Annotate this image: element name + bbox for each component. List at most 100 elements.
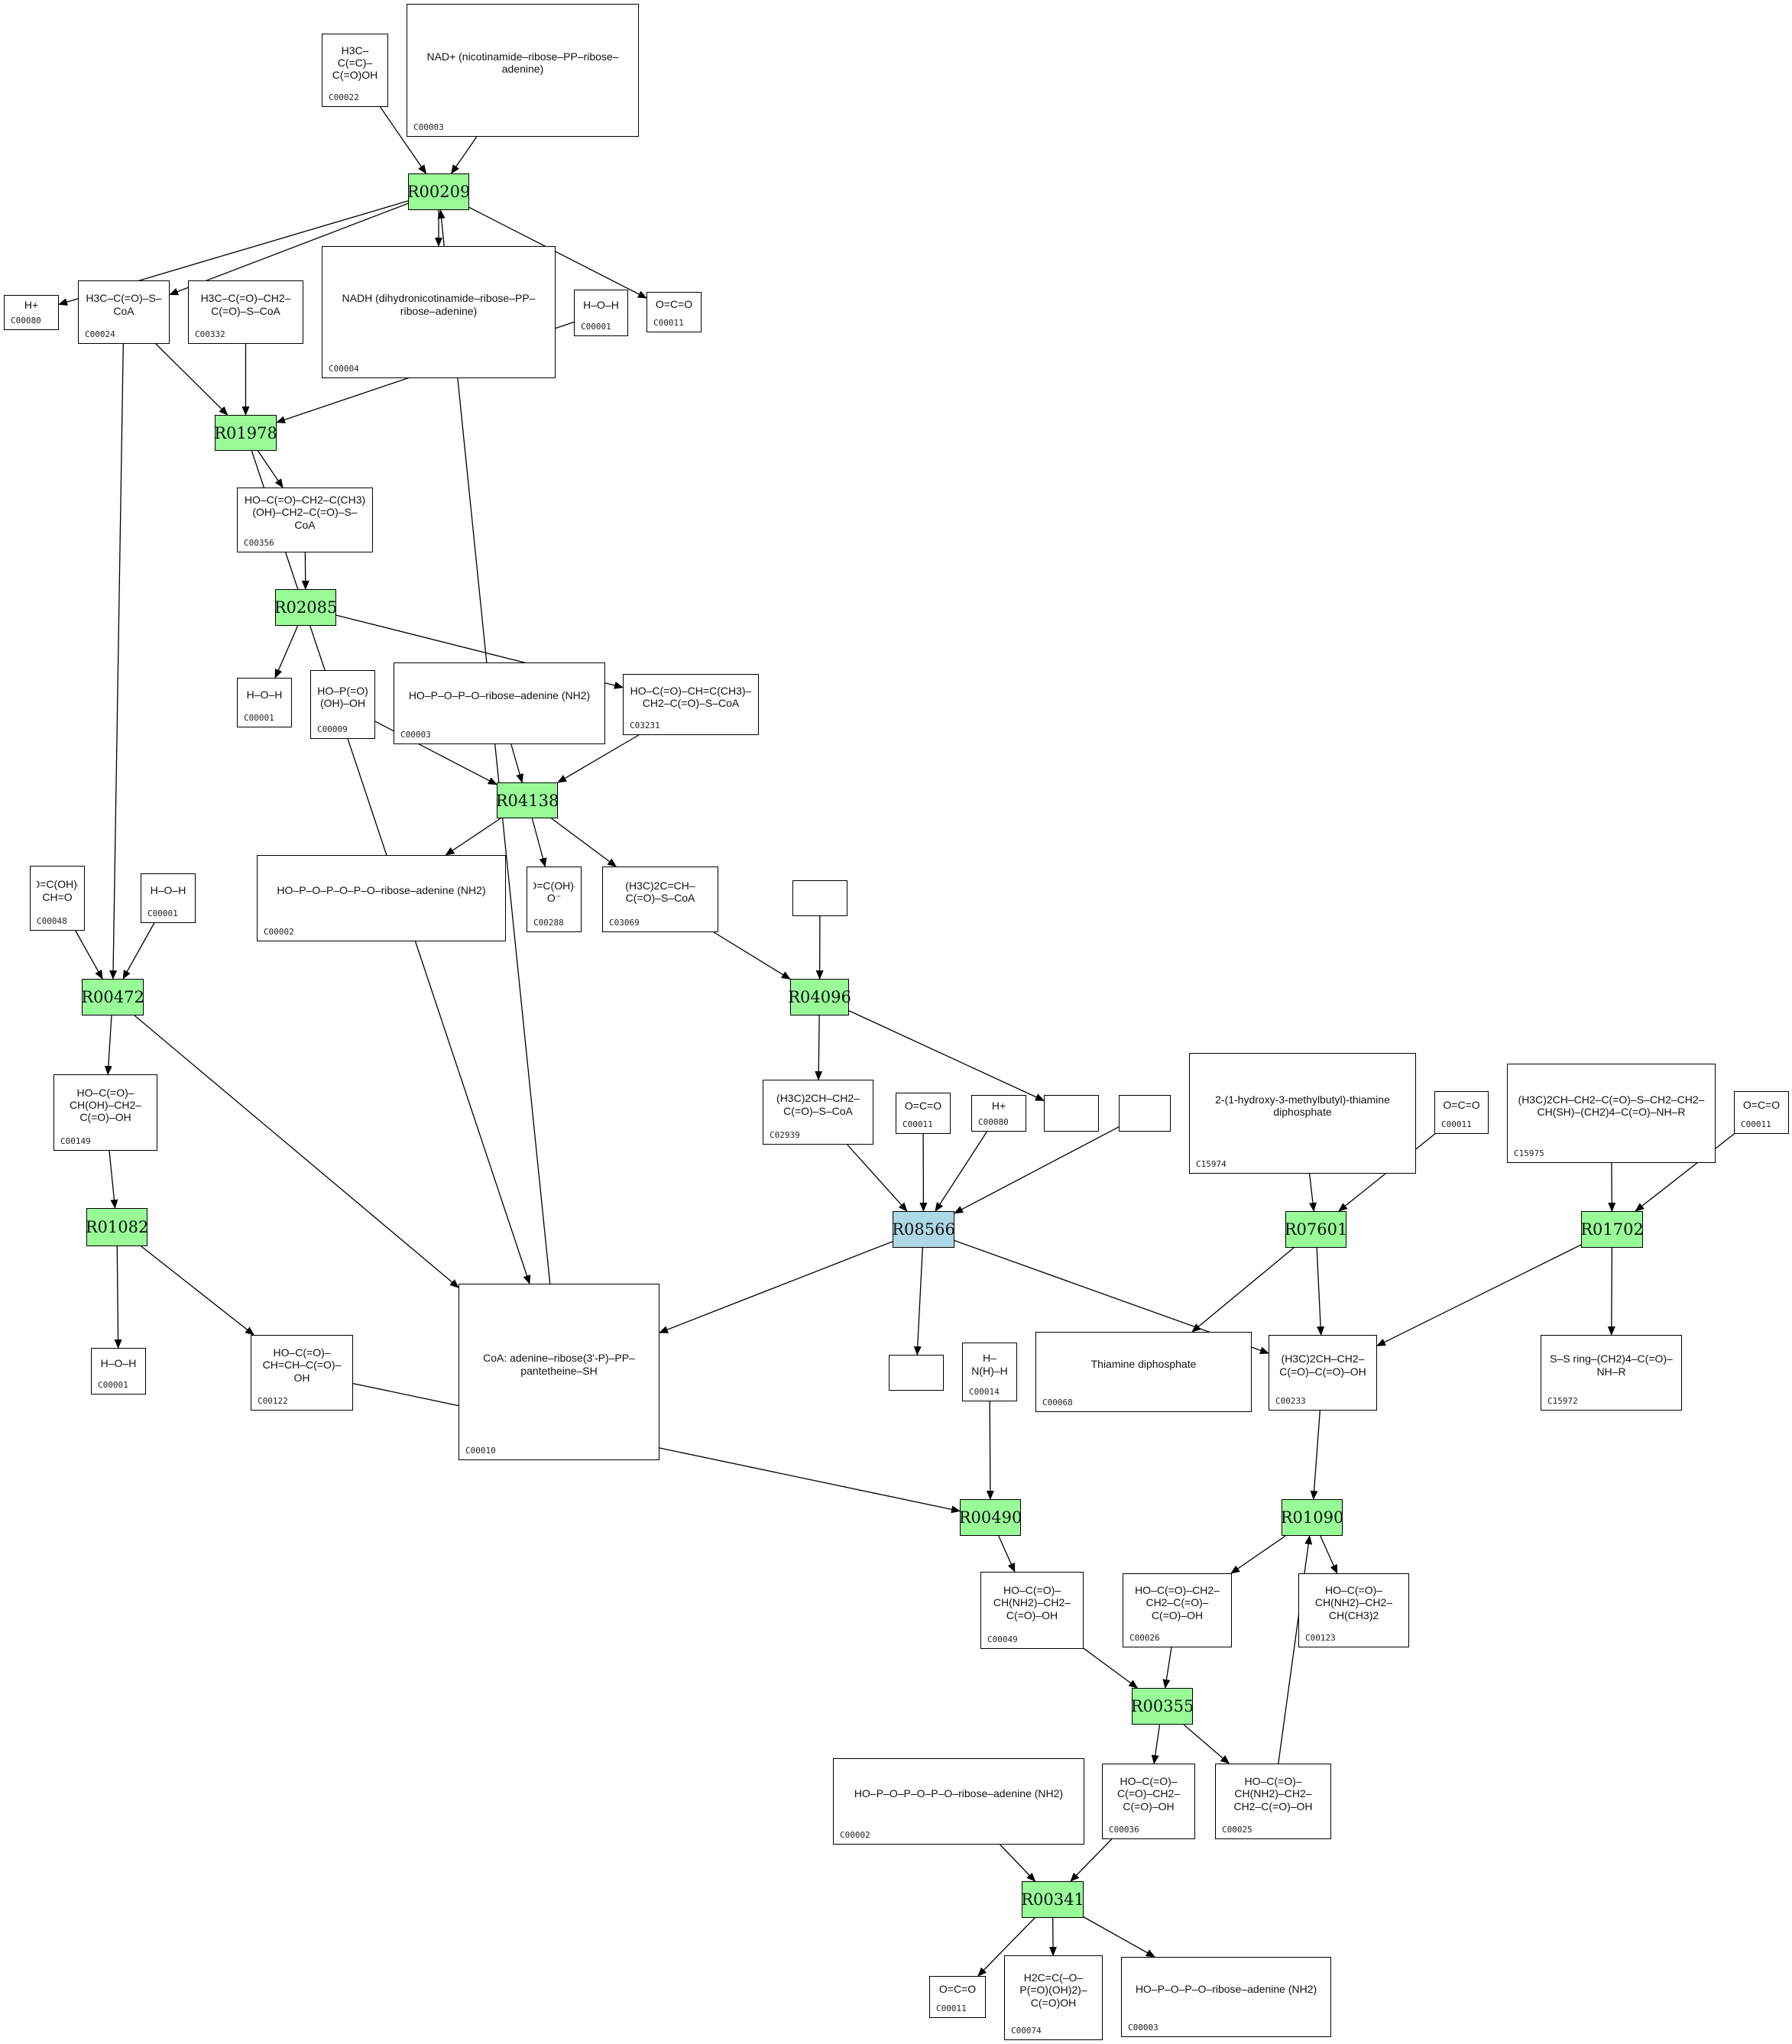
compound-node[interactable]: O=C(OH)–CH=O C00048 (30, 866, 85, 931)
reaction-node[interactable]: R01082 (86, 1208, 148, 1246)
compound-node-empty[interactable] (792, 880, 847, 916)
reaction-label: R01702 (1580, 1220, 1644, 1239)
reaction-node[interactable]: R04138 (496, 782, 559, 818)
compound-id: C00233 (1275, 1396, 1306, 1406)
compound-node[interactable]: NAD+ (nicotinamide–ribose–PP–ribose–aden… (407, 4, 639, 137)
compound-node[interactable]: HO–P–O–P–O–ribose–adenine (NH2)C00003 (1121, 1957, 1331, 2037)
edge-R04138-to-c_c03069 (551, 818, 617, 867)
reaction-node[interactable]: R00490 (959, 1499, 1022, 1536)
compound-id: C00149 (60, 1136, 91, 1146)
reaction-node[interactable]: R08566 (892, 1211, 955, 1248)
edge-R00472-to-c_c00149 (104, 1015, 112, 1075)
compound-node[interactable]: H+C00080 (971, 1095, 1026, 1132)
edge-R04096-to-c_empty2 (848, 1010, 1045, 1101)
compound-node[interactable]: NADH (dihydronicotinamide–ribose–PP–ribo… (322, 246, 556, 378)
structure-image: NADH (dihydronicotinamide–ribose–PP–ribo… (342, 292, 536, 317)
compound-id: C00014 (969, 1387, 1000, 1397)
compound-id: C00048 (37, 916, 67, 926)
reaction-node[interactable]: R00472 (81, 979, 144, 1016)
reaction-node[interactable]: R01702 (1580, 1211, 1644, 1248)
structure-image: 2-(1-hydroxy-3-methylbutyl)-thiamine dip… (1215, 1093, 1390, 1118)
compound-node[interactable]: HO–P–O–P–O–P–O–ribose–adenine (NH2) C0000… (833, 1758, 1084, 1845)
structure-image: H–O–H (100, 1357, 137, 1370)
compound-id: C00002 (264, 927, 294, 937)
compound-node[interactable]: 2-(1-hydroxy-3-methylbutyl)-thiamine dip… (1189, 1053, 1416, 1174)
compound-id: C00123 (1305, 1633, 1336, 1643)
reaction-label: R02085 (274, 598, 338, 617)
compound-node[interactable]: (H3C)2CH–CH2–C(=O)–S–CH2–CH2–CH(SH)–(CH2… (1507, 1064, 1716, 1163)
compound-node[interactable]: O=C(OH)–O⁻C00288 (527, 867, 582, 932)
edge-c_c00048-to-R00472 (75, 930, 103, 980)
reaction-node[interactable]: R01978 (214, 415, 277, 451)
compound-node[interactable]: HO–P–O–P–O–P–O–ribose–adenine (NH2)C0000… (257, 855, 506, 941)
structure-image: H+ (24, 300, 39, 309)
structure-image: HO–P–O–P–O–P–O–ribose–adenine (NH2) (854, 1787, 1064, 1800)
reaction-label: R00472 (81, 988, 144, 1006)
compound-id: C00122 (258, 1396, 288, 1406)
reaction-node[interactable]: R00341 (1021, 1881, 1084, 1918)
reaction-node[interactable]: R00209 (407, 173, 471, 210)
compound-id: C00001 (244, 713, 274, 723)
structure-image: (H3C)2CH–CH2–C(=O)–S–CoA (776, 1092, 860, 1117)
reaction-node[interactable]: R04096 (788, 979, 851, 1016)
edge-c_c00149-to-R01082 (109, 1150, 118, 1209)
structure-image: S–S ring–(CH2)4–C(=O)–NH–R (1550, 1352, 1673, 1378)
compound-id: C00002 (840, 1830, 870, 1840)
reaction-node[interactable]: R01090 (1280, 1499, 1344, 1536)
edge-R00341-to-c_c00003c (1083, 1916, 1155, 1958)
structure-image: CoA: adenine–ribose(3'-P)–PP–pantetheine… (483, 1352, 635, 1377)
structure-image: O=C=O (1742, 1098, 1781, 1111)
structure-image: O=C(OH)–CH=O (37, 878, 78, 903)
compound-node[interactable]: H+C00080 (4, 295, 59, 330)
edge-c_c00036-to-R00341 (1070, 1838, 1113, 1882)
edge-R02085-to-c_c00001b (274, 625, 299, 679)
structure-image: HO–C(=O)–CH2–C(CH3)(OH)–CH2–C(=O)–S–CoA (244, 494, 366, 531)
compound-node-empty[interactable] (889, 1355, 944, 1391)
reaction-label: R01090 (1280, 1508, 1344, 1527)
structure-image: H3C–C(=O)–CH2–C(=O)–S–CoA (200, 292, 291, 317)
compound-node[interactable]: CoA: adenine–ribose(3'-P)–PP–pantetheine… (459, 1284, 659, 1460)
reaction-node[interactable]: R00355 (1131, 1688, 1194, 1725)
edge-R00355-to-c_c00036 (1151, 1724, 1161, 1764)
compound-node-empty[interactable] (1044, 1095, 1099, 1132)
edge-R08566-to-c_empty4 (913, 1247, 923, 1356)
structure-image: O=C=O (1443, 1098, 1480, 1111)
compound-node[interactable]: HO–P–O–P–O–ribose–adenine (NH2)C00003 (394, 662, 605, 744)
reaction-node[interactable]: R07601 (1285, 1211, 1347, 1248)
compound-id: C15975 (1514, 1148, 1544, 1158)
compound-node-empty[interactable] (1119, 1095, 1171, 1132)
compound-id: C00074 (1011, 2026, 1042, 2036)
reaction-node[interactable]: R02085 (274, 589, 338, 626)
structure-image: H–O–H (583, 299, 619, 312)
reaction-label: R00209 (407, 183, 471, 201)
